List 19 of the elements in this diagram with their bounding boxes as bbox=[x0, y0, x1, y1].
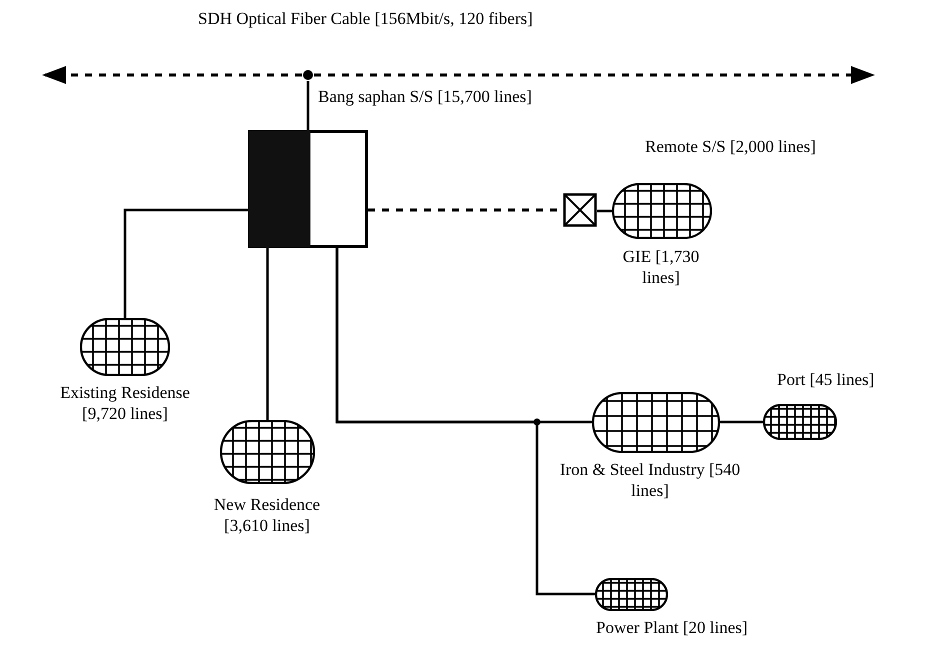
node-label: Remote S/S [2,000 lines] bbox=[645, 136, 816, 158]
crossed-box-symbol bbox=[563, 193, 597, 227]
connector-line bbox=[124, 208, 248, 318]
node-label: Iron & Steel Industry [540 lines] bbox=[558, 459, 742, 502]
node-label: Power Plant [20 lines] bbox=[596, 617, 748, 638]
node-label: Bang saphan S/S [15,700 lines] bbox=[318, 86, 532, 108]
cable-label: SDH Optical Fiber Cable [156Mbit/s, 120 fibers] bbox=[198, 8, 533, 30]
connector-line bbox=[266, 248, 269, 420]
node-label: GIE [1,730 lines] bbox=[622, 246, 700, 288]
cable-arrow bbox=[314, 66, 875, 84]
cable-arrow bbox=[42, 66, 302, 84]
connector-line bbox=[720, 420, 763, 424]
node-label: Port [45 lines] bbox=[777, 369, 874, 390]
connector-line bbox=[306, 81, 310, 130]
connector-line bbox=[336, 248, 595, 596]
node-label: Existing Residense [9,720 lines] bbox=[59, 382, 191, 424]
connector-line bbox=[597, 210, 612, 212]
node-label: New Residence [3,610 lines] bbox=[212, 494, 322, 536]
cable-junction-dot bbox=[302, 69, 314, 81]
